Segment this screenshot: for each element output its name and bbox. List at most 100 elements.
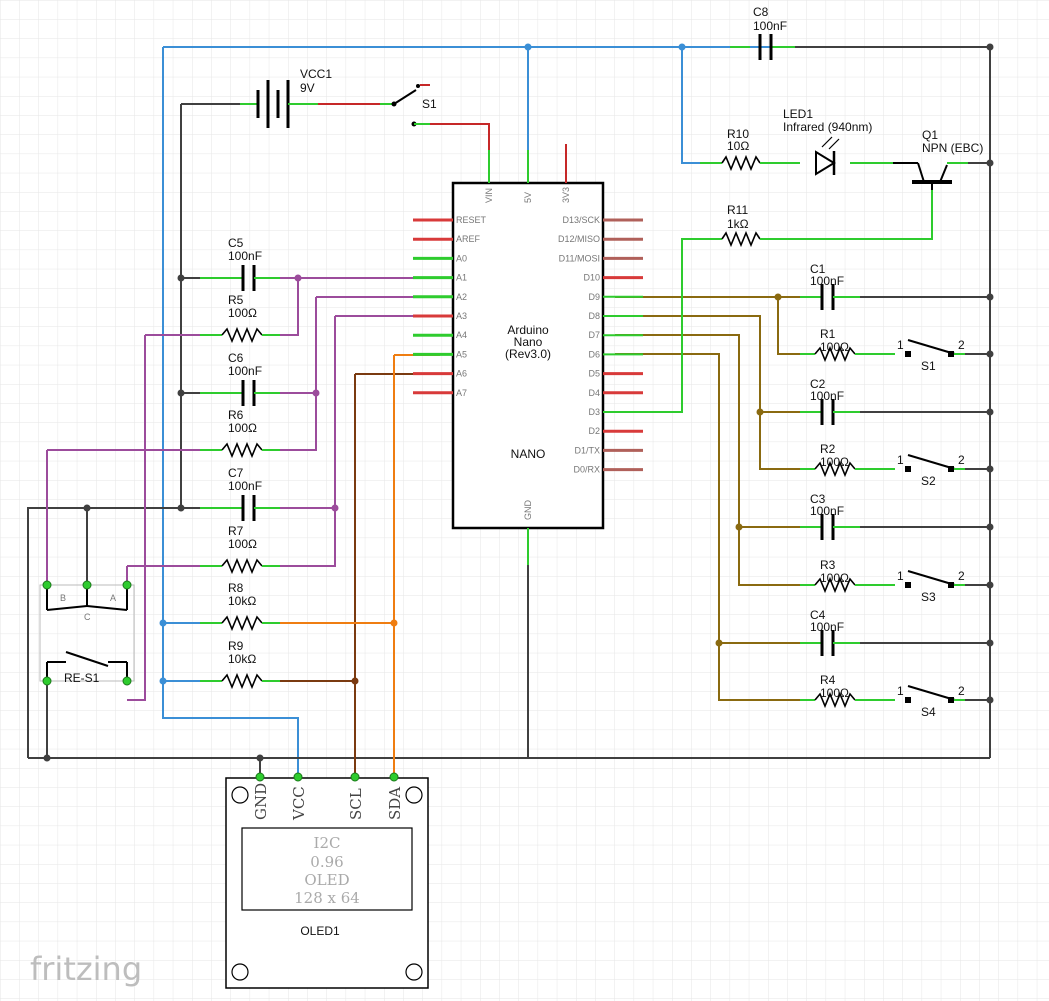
left-parts: C5100nFR5100ΩC6100nFR6100ΩC7100nFR7100ΩR… [200,236,280,690]
oled-display[interactable]: GND VCC SCL SDA I2C 0.96 OLED 128 x 64 O… [225,772,429,989]
nano-pin-label: D9 [588,292,600,302]
battery-value: 9V [300,81,315,95]
pushbutton-s4[interactable]: 1 2S4 [897,684,965,719]
part-name: C1 [810,262,826,276]
nano-pin-label: A0 [456,253,467,263]
part-name: R6 [228,408,244,422]
resistor-r11[interactable]: R11 1kΩ [700,203,780,248]
part-name: C4 [810,608,826,622]
switch-pin-2: 2 [958,453,965,467]
part-name: R5 [228,293,244,307]
switch-pin-1: 1 [897,338,904,352]
part-value: 100nF [228,479,262,493]
part-name: R7 [228,524,244,538]
capacitor-c8[interactable]: C8 100nF [753,5,990,60]
nano-pin-label: D1/TX [574,445,600,455]
nano-pin-label: D5 [588,369,600,379]
switch-pin-1: 1 [897,684,904,698]
r11-value: 1kΩ [727,217,749,231]
part-value: 100Ω [228,537,257,551]
part-name: C2 [810,377,826,391]
oled-line-3: OLED [304,871,349,889]
transistor-q1[interactable]: Q1 NPN (EBC) [893,128,983,190]
c8-value: 100nF [753,19,787,33]
battery-name: VCC1 [300,67,332,81]
part-name: C3 [810,492,826,506]
nano-pin-label: D12/MISO [558,234,600,244]
nano-pin-label: D6 [588,349,600,359]
switch-pin-2: 2 [958,684,965,698]
oled-line-2: 0.96 [310,853,343,871]
nano-pin-label: A2 [456,292,467,302]
power-switch-name: S1 [422,97,437,111]
nano-pin-label: A6 [456,369,467,379]
nano-pin-label: D11/MOSI [559,253,600,263]
r10-value: 10Ω [727,139,749,153]
r11-name: R11 [727,203,748,217]
nano-pin-label: A3 [456,311,467,321]
part-value: 100nF [810,620,844,634]
part-value: 100Ω [820,455,849,469]
resistor-r10[interactable]: R10 10Ω [700,127,780,172]
nano-label: NANO [511,447,546,461]
part-name: R3 [820,558,836,572]
rotary-encoder-re-s1[interactable]: B C A RE-S1 [39,580,135,686]
nano-gnd-label: GND [523,500,533,521]
led-name: LED1 [783,107,813,121]
part-name: S3 [921,590,936,604]
part-name: C5 [228,236,244,250]
led-value: Infrared (940nm) [783,120,872,134]
led-led1[interactable]: LED1 Infrared (940nm) [783,107,872,176]
part-value: 100nF [228,249,262,263]
battery-vcc1[interactable]: VCC1 9V [240,67,332,128]
nano-right-pins: D13/SCKD12/MISOD11/MOSID10D9D8D7D6D5D4D3… [558,215,643,475]
nano-pin-label: D7 [588,330,600,340]
oled-name: OLED1 [300,924,340,938]
part-name: R2 [820,442,836,456]
oled-pin-vcc: VCC [290,786,308,821]
part-value: 100Ω [820,686,849,700]
oled-line-4: 128 x 64 [294,889,360,907]
nano-pin-label: D2 [588,426,600,436]
part-name: C7 [228,466,244,480]
encoder-pin-c: C [84,612,91,622]
nano-pin-label: A5 [456,349,467,359]
part-value: 100Ω [820,340,849,354]
part-name: C6 [228,351,244,365]
nano-pin-label: RESET [456,215,487,225]
part-name: R9 [228,639,244,653]
nano-pin-label: D10 [583,273,600,283]
part-name: S4 [921,705,936,719]
nano-pin-label: D8 [588,311,600,321]
q1-value: NPN (EBC) [922,141,983,155]
part-value: 10kΩ [228,594,256,608]
power-switch-s1[interactable]: S1 [380,84,437,127]
fritzing-logo: fritzing [30,950,142,988]
junctions [43,43,994,762]
